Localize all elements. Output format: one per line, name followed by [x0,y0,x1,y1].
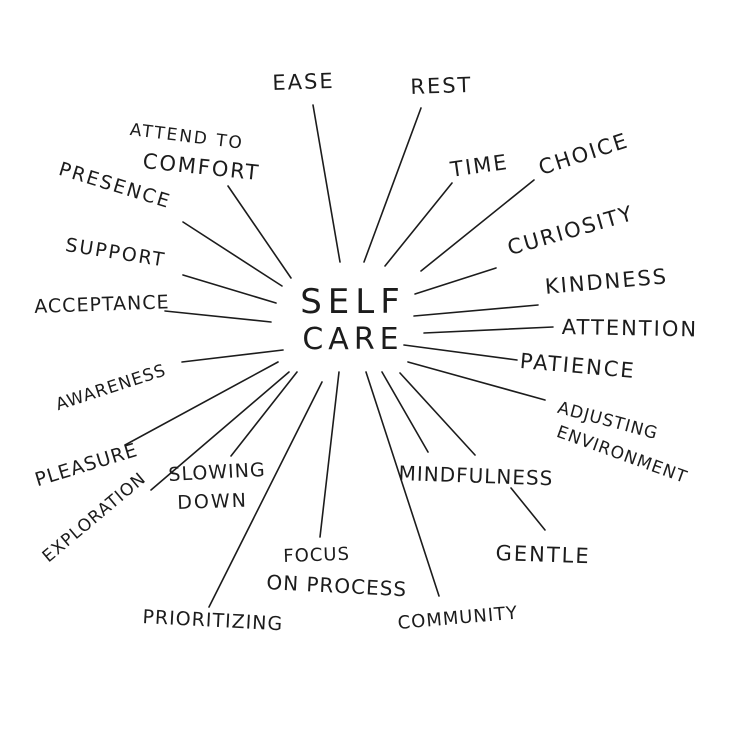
spoke-kindness [413,304,539,317]
spoke-community [365,371,440,597]
spoke-ease [312,104,341,263]
spoke-community-inner [381,371,429,453]
center-node: SELF CARE [293,282,413,358]
spoke-exploration [150,371,290,491]
spoke-prioritizing [208,381,323,608]
spoke-gentle [510,487,546,531]
label-down: DOWN [176,489,249,514]
spoke-mindfulness [399,372,476,456]
spoke-focus-on-process [319,371,340,538]
spoke-presence [182,221,283,287]
label-mindfulness: MINDFULNESS [398,461,554,491]
spoke-adjusting-environment [407,361,546,401]
spoke-patience [403,344,518,361]
center-self: SELF [300,282,406,322]
spoke-attention [423,326,554,334]
center-care: CARE [302,322,404,358]
spoke-support [182,274,277,304]
spoke-rest [363,107,422,263]
label-attention: ATTENTION [561,315,699,342]
spoke-awareness [181,349,284,363]
spoke-pleasure [124,361,279,446]
spoke-attend-to-comfort [227,185,292,279]
spoke-time [384,182,453,267]
label-rest: REST [409,72,473,99]
spoke-curiosity [414,267,497,295]
label-gentle: GENTLE [495,541,592,569]
label-focus: FOCUS [282,543,351,567]
label-ease: EASE [271,68,335,95]
spoke-choice [420,179,535,272]
spoke-acceptance [164,310,272,323]
spoke-slowing-down [230,371,298,457]
